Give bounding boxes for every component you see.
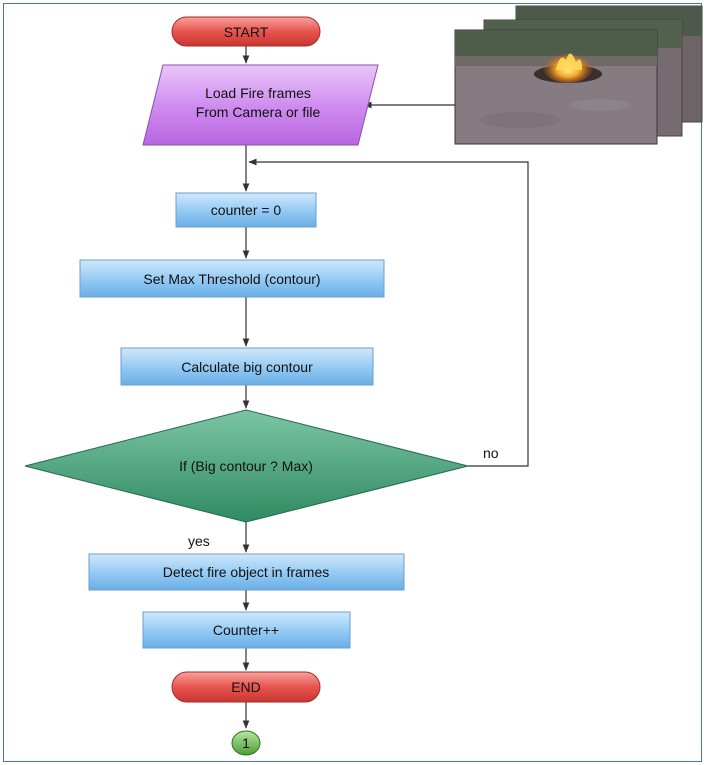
calculate-contour-process: Calculate big contour: [120, 347, 374, 386]
set-max-threshold-label: Set Max Threshold (contour): [143, 271, 320, 287]
start-label: START: [224, 24, 269, 40]
fire-video-frames-image: [454, 5, 703, 145]
detect-fire-process: Detect fire object in frames: [88, 553, 405, 591]
end-label: END: [231, 679, 261, 695]
start-terminal: START: [171, 16, 321, 47]
detect-fire-label: Detect fire object in frames: [163, 564, 330, 580]
yes-edge-label: yes: [188, 533, 210, 549]
connector-label: 1: [242, 735, 250, 751]
contour-decision: If (Big contour ? Max): [24, 409, 469, 523]
counter-increment-label: Counter++: [213, 622, 279, 638]
counter-init-label: counter = 0: [211, 202, 282, 218]
set-max-threshold-process: Set Max Threshold (contour): [79, 259, 385, 298]
calculate-contour-label: Calculate big contour: [181, 359, 313, 375]
load-frames-label-line1: Load Fire frames: [205, 85, 311, 101]
figure-border: [3, 3, 702, 762]
offpage-connector: 1: [231, 730, 261, 756]
edge-loop-no: [248, 158, 529, 467]
decision-label: If (Big contour ? Max): [179, 458, 313, 474]
no-edge-label: no: [483, 445, 499, 461]
counter-increment-process: Counter++: [142, 611, 351, 649]
counter-init-process: counter = 0: [175, 192, 317, 228]
load-frames-label-line2: From Camera or file: [196, 104, 321, 120]
load-frames-input: Load Fire frames From Camera or file: [142, 64, 379, 146]
end-terminal: END: [171, 671, 321, 703]
connectors: [242, 45, 529, 729]
